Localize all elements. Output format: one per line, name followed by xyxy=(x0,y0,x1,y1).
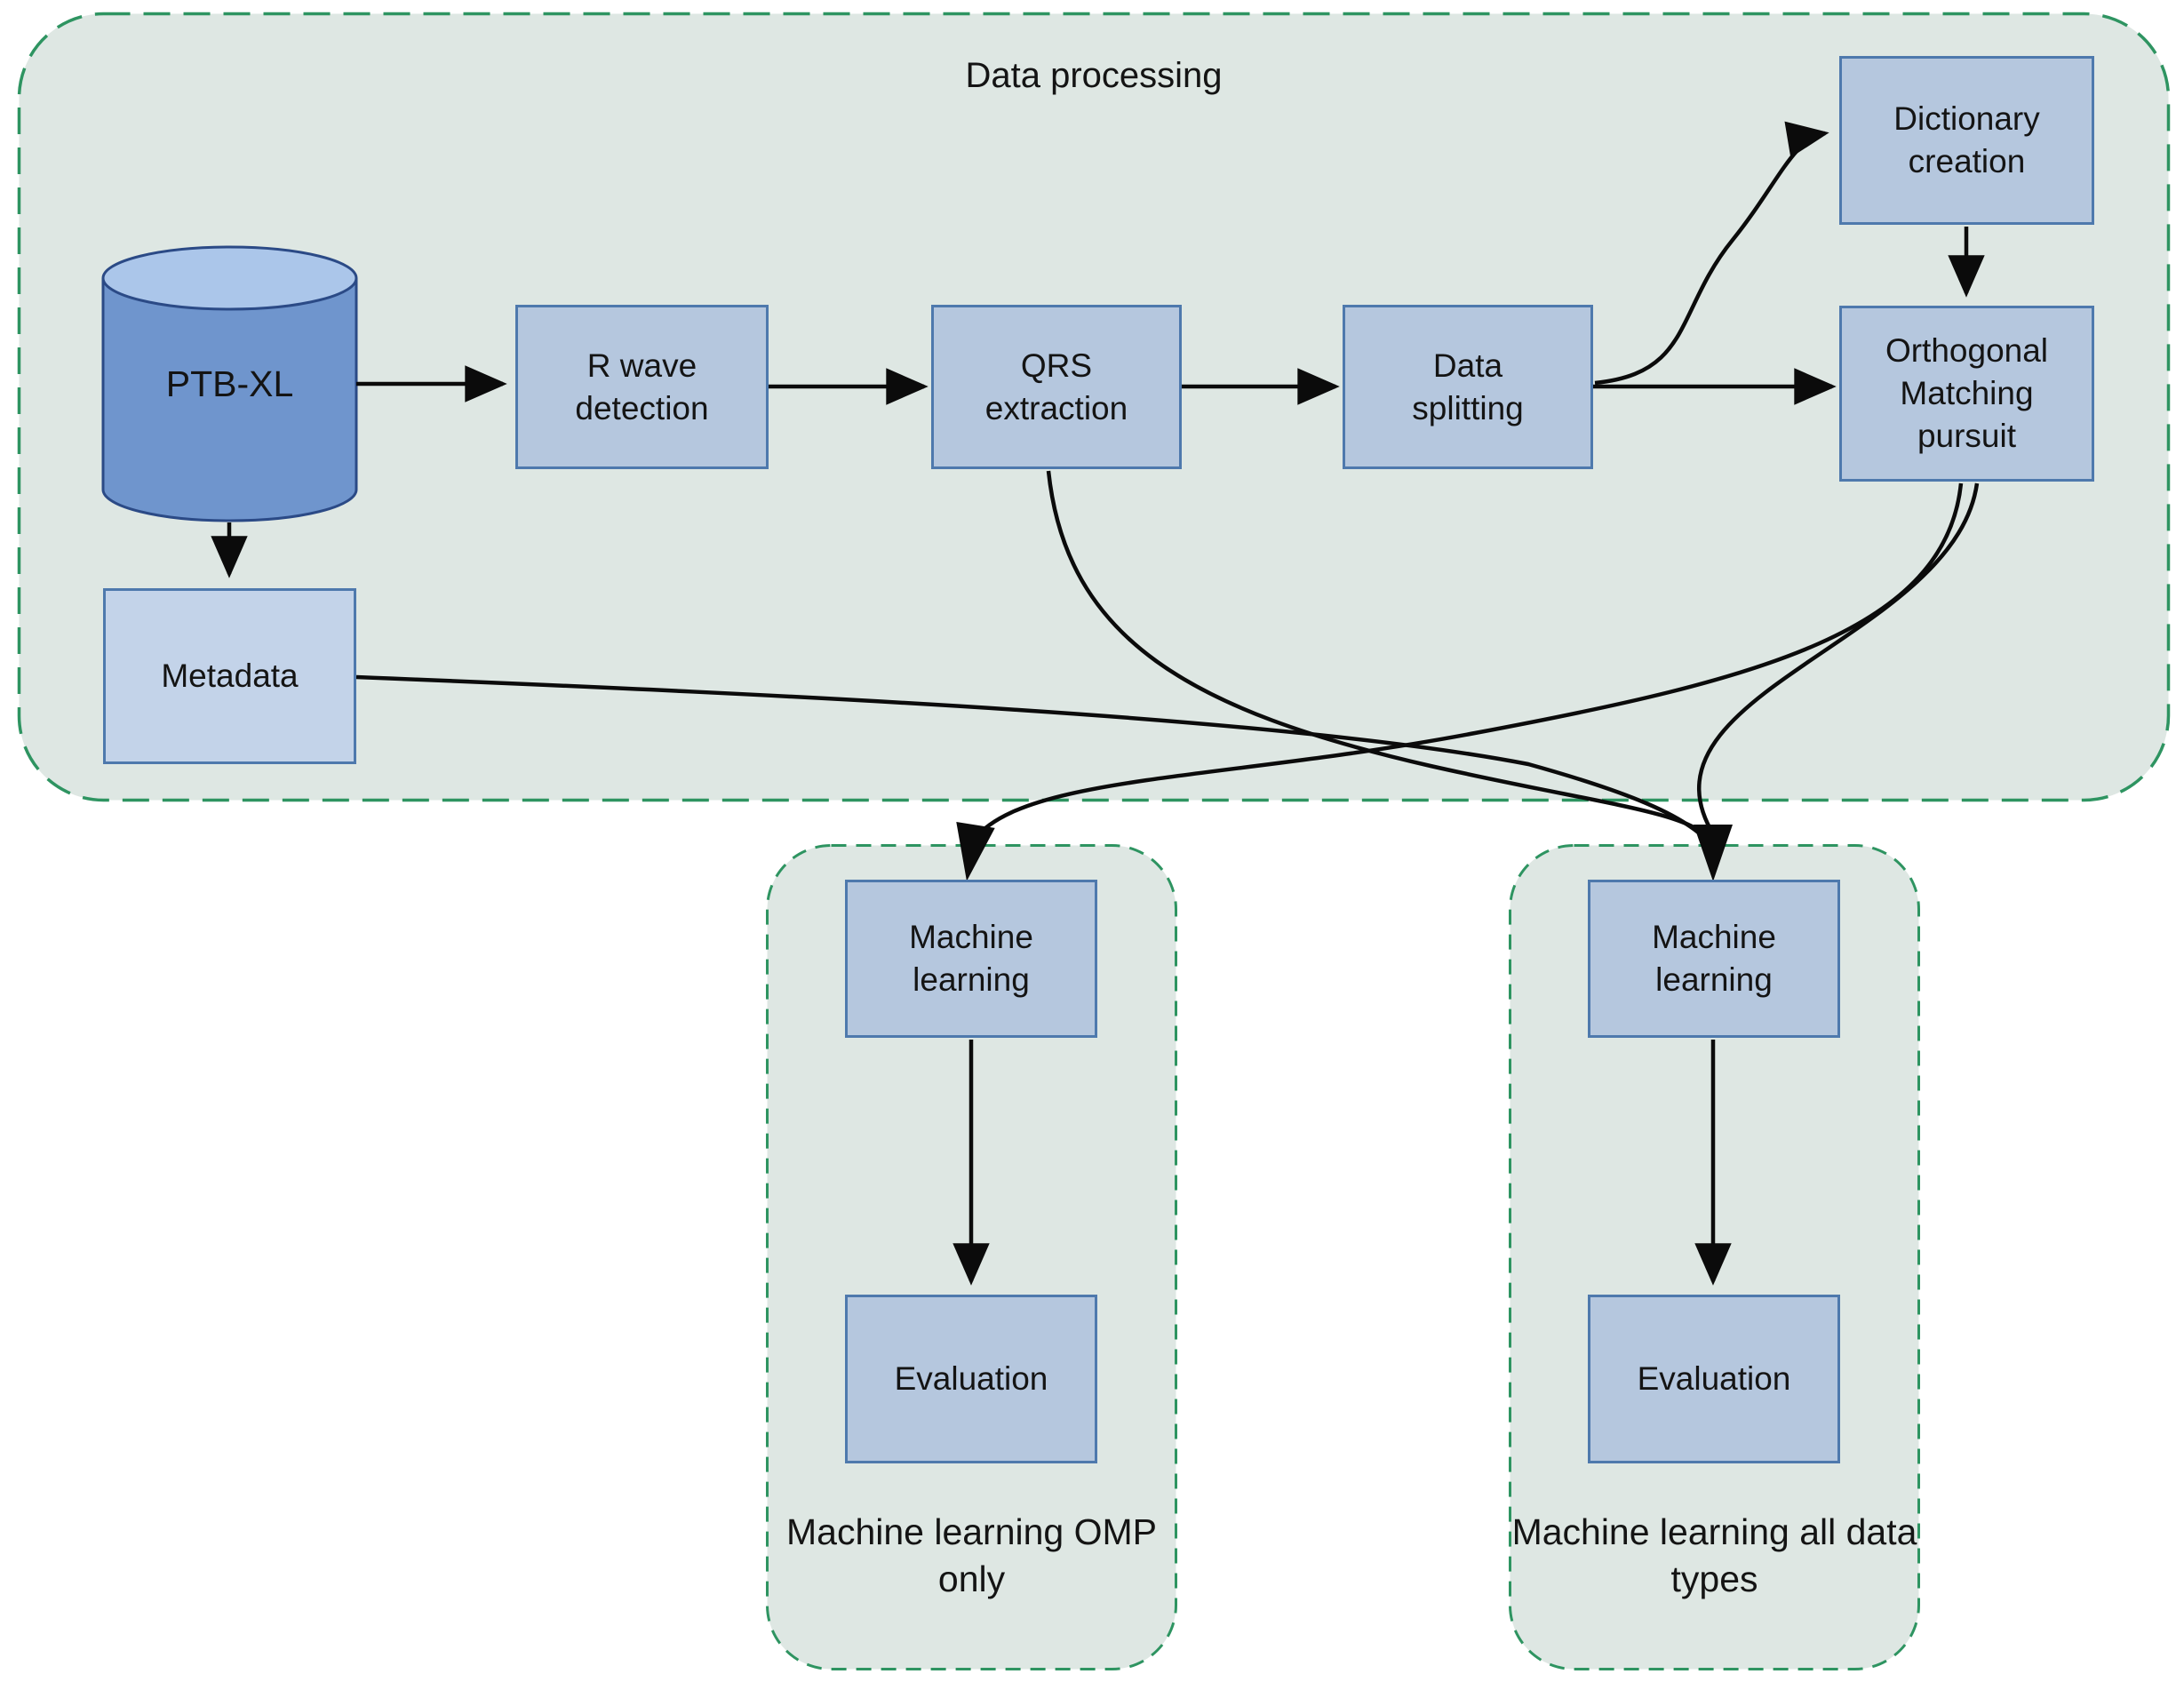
node-evaluation-omp: Evaluation xyxy=(845,1295,1097,1463)
node-evaluation-all: Evaluation xyxy=(1588,1295,1840,1463)
curve-omp-to-mlright xyxy=(1697,482,1980,837)
node-machine-learning-omp: Machine learning xyxy=(845,880,1097,1038)
caption-ml-all-data-types: Machine learning all data types xyxy=(1511,1511,1917,1599)
database-cylinder-body xyxy=(101,278,358,522)
arrowhead-into-mlleft xyxy=(956,821,995,881)
node-dictionary-creation: Dictionary creation xyxy=(1839,56,2094,225)
node-label: Metadata xyxy=(161,658,299,694)
arrowhead-into-mlright xyxy=(1694,825,1733,881)
node-label: Evaluation xyxy=(1637,1360,1791,1397)
curve-metadata-to-mlright xyxy=(355,674,1709,842)
node-data-splitting: Data splitting xyxy=(1343,305,1593,469)
node-label: R wave detection xyxy=(575,347,709,426)
caption-ml-omp-only: Machine learning OMP only xyxy=(785,1511,1158,1599)
node-qrs-extraction: QRS extraction xyxy=(931,305,1182,469)
node-machine-learning-all: Machine learning xyxy=(1588,880,1840,1038)
node-label: Dictionary creation xyxy=(1893,100,2040,179)
node-label: Machine learning xyxy=(1652,919,1776,998)
node-orthogonal-matching-pursuit: Orthogonal Matching pursuit xyxy=(1839,306,2094,482)
node-label: Machine learning xyxy=(909,919,1033,998)
curve-datasplitting-to-dictionary xyxy=(1594,121,1829,386)
node-label: QRS extraction xyxy=(984,347,1128,426)
group-title-data-processing: Data processing xyxy=(965,56,1223,95)
node-metadata: Metadata xyxy=(103,588,356,764)
database-cylinder-top xyxy=(101,245,358,311)
node-label: Data splitting xyxy=(1412,347,1524,426)
node-r-wave-detection: R wave detection xyxy=(515,305,769,469)
node-ptbxl-label: PTB-XL xyxy=(165,363,294,404)
node-label: Orthogonal Matching pursuit xyxy=(1885,332,2049,454)
node-label: Evaluation xyxy=(894,1360,1048,1397)
